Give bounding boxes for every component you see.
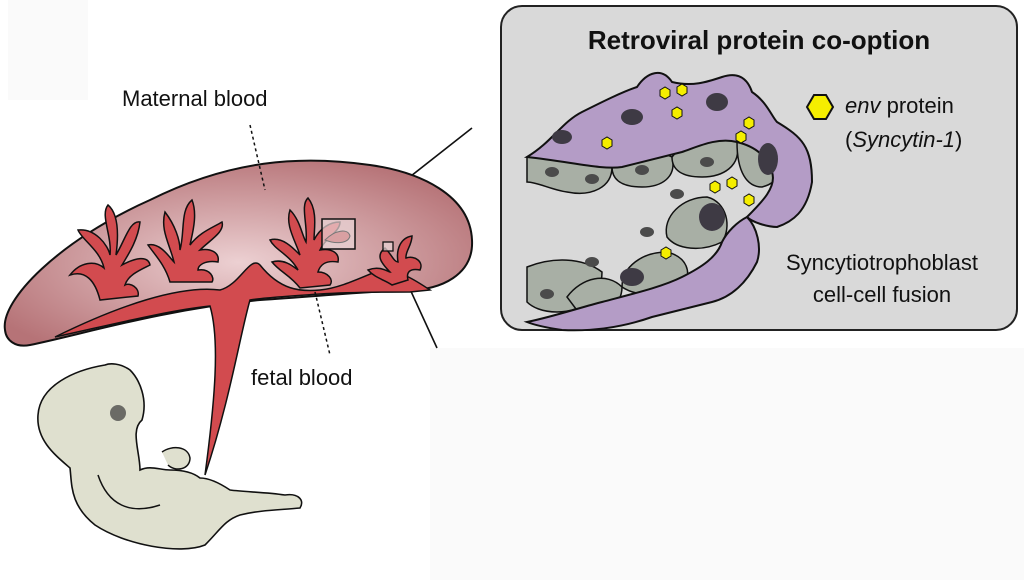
small-inset-box [382,241,394,252]
syncytin-gene: Syncytin-1 [852,127,956,152]
trophoblast-layer-illustration [523,72,814,332]
fetus [37,363,303,550]
placenta-disc [3,159,474,347]
villus-tip-detail [324,230,351,244]
env-term: env [845,93,881,118]
protein-term: protein [880,93,954,118]
maternal-blood-label: Maternal blood [122,86,268,111]
blank-patch [8,0,88,100]
cell-nuclei [540,93,778,299]
villous-tree [67,196,422,301]
fetus-leg-line [97,474,161,510]
syncytium-upper [523,72,814,229]
fetal-pointer [314,291,331,356]
panel-title: Retroviral protein co-option [587,25,931,55]
fetus-eye [110,405,126,421]
fusion-process-label: Syncytiotrophoblast cell-cell fusion [786,250,978,307]
maternal-pointer [249,124,266,191]
syncytium-lower [523,215,760,332]
fetal-blood-label: fetal blood [251,365,353,390]
env-protein-markers [601,83,755,260]
retroviral-inset-panel: Retroviral protein co-option [500,5,1018,332]
chorionic-plate-vessels [54,262,433,476]
blank-patch [430,348,1024,580]
fetus-arm [161,446,191,470]
yellow-hexagon-icon [805,94,835,120]
